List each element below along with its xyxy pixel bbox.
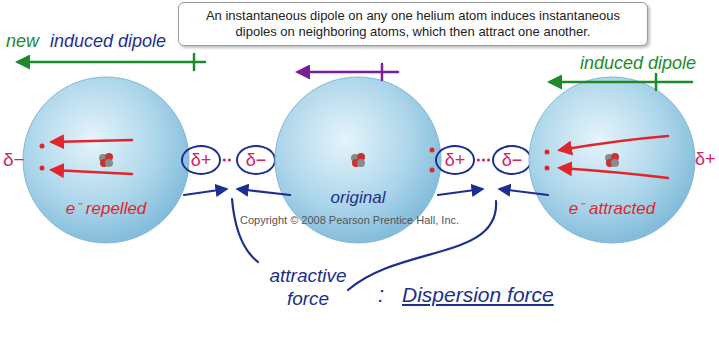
atom-sphere [22, 76, 190, 244]
electrons [40, 144, 550, 173]
connectors [224, 160, 488, 161]
electron-shift-arrows [52, 136, 668, 178]
electron [430, 168, 435, 173]
dipole-arrow [298, 71, 398, 74]
copyright-note: Copyright © 2008 Pearson Prentice Hall, … [240, 214, 459, 227]
dipole-tick [193, 54, 196, 70]
atom-sphere-fill [529, 77, 695, 243]
nucleus-particle [99, 154, 107, 162]
handwritten-note: : [378, 282, 384, 308]
attraction-arrow [438, 189, 482, 195]
nuclei [99, 153, 619, 167]
atom-annotation: e⁻ attracted [528, 196, 696, 219]
nucleus-particle [357, 153, 365, 161]
nucleus-particle [611, 159, 619, 167]
nucleus-particle [100, 159, 108, 167]
handwritten-note: attractive force [258, 264, 358, 310]
nucleus-particle [105, 159, 113, 167]
atom-annotation: original [274, 188, 442, 208]
title-box: An instantaneous dipole on any one heliu… [178, 2, 648, 46]
partial-charge-circle: δ− [492, 145, 533, 175]
dipole-tick [655, 74, 658, 90]
handwritten-note: induced dipole [580, 52, 696, 74]
dotted-attraction [224, 159, 232, 162]
attraction-arrow [184, 189, 226, 195]
electron [40, 144, 45, 149]
atom-sphere [528, 76, 696, 244]
partial-charge: δ− [502, 150, 523, 170]
nucleus-particle [611, 153, 619, 161]
nucleus-particle [352, 159, 360, 167]
attraction-arrow [238, 189, 290, 195]
leader-line [232, 199, 258, 262]
attraction-arrow [500, 189, 548, 195]
nucleus-particle [351, 154, 359, 162]
nucleus-particle [357, 159, 365, 167]
dipole-arrow [550, 81, 692, 84]
partial-charge-circle: δ+ [181, 145, 222, 175]
partial-charge: δ+ [445, 150, 466, 170]
electron-arrow [560, 168, 668, 178]
electron-arrow [52, 170, 132, 174]
partial-charge: δ+ [191, 150, 212, 170]
handwritten-term: Dispersion force [402, 282, 554, 307]
handwritten-note: new [6, 30, 39, 52]
dipole-tick [381, 64, 384, 80]
helium-atom: e⁻ attracted [528, 76, 696, 244]
nucleus-particle [605, 154, 613, 162]
partial-charge: δ− [3, 148, 25, 171]
electron [430, 148, 435, 153]
partial-charge-circle: δ− [236, 145, 277, 175]
dipole-arrow [18, 61, 205, 64]
nucleus-particle [606, 159, 614, 167]
dotted-attraction [478, 159, 488, 162]
atom-annotation: e⁻ repelled [22, 196, 190, 219]
partial-charge: δ+ [695, 148, 716, 170]
handwritten-note: induced dipole [50, 30, 166, 52]
attraction-arrows [184, 189, 548, 290]
electron [40, 166, 45, 171]
electron [545, 166, 550, 171]
helium-atom: e⁻ repelled [22, 76, 190, 244]
electron-arrow [560, 136, 668, 150]
electron-arrow [52, 140, 132, 142]
partial-charge-circle: δ+ [435, 145, 476, 175]
atom-sphere-fill [23, 77, 189, 243]
electron [545, 150, 550, 155]
partial-charge: δ− [246, 150, 267, 170]
nucleus-particle [105, 153, 113, 161]
